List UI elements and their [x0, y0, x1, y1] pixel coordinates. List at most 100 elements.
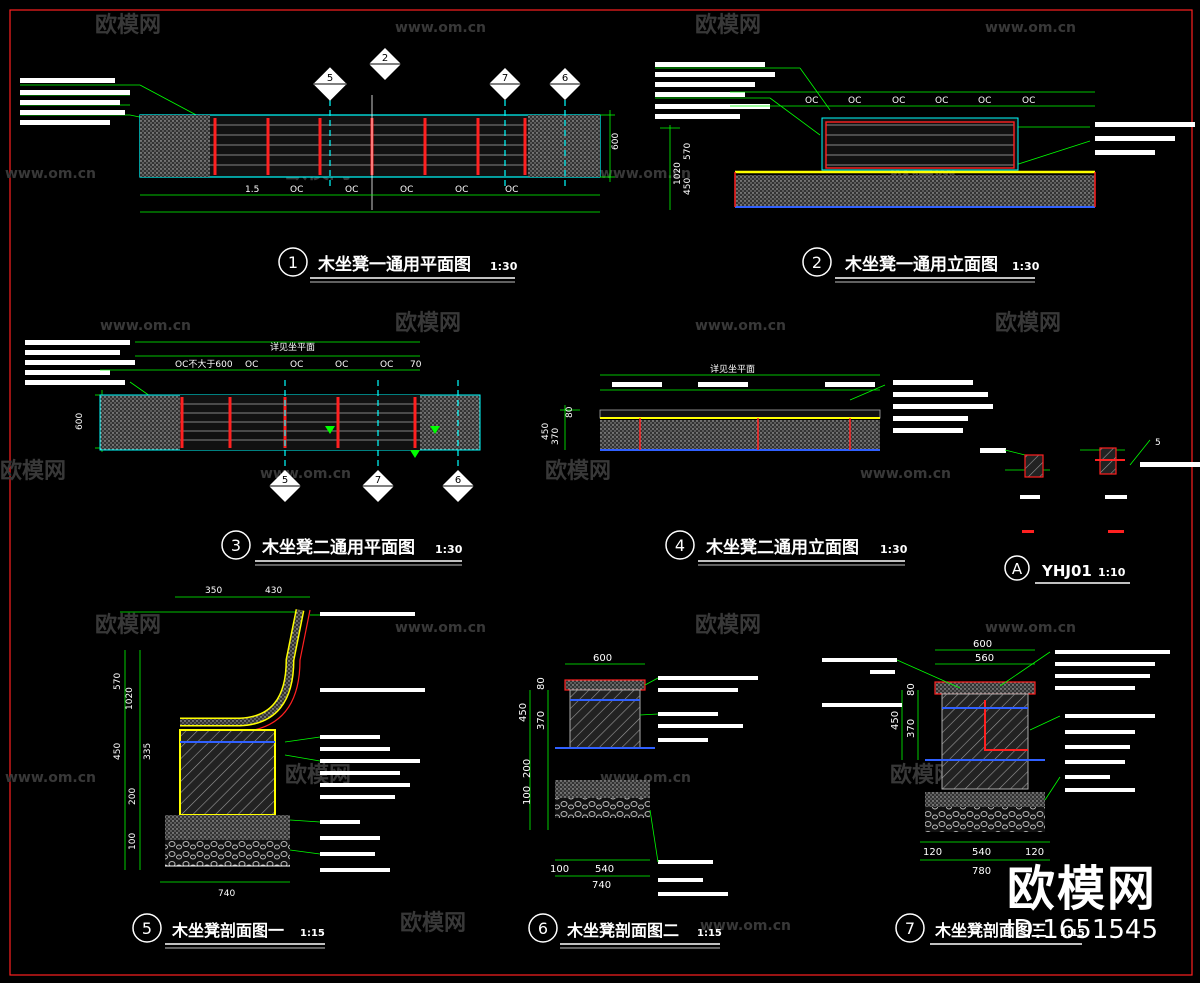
- watermark-brand: 欧模网: [545, 458, 611, 484]
- watermark-url: www.om.cn: [395, 20, 486, 36]
- panel-scale: 1:30: [435, 543, 463, 556]
- dim: OC: [848, 96, 861, 106]
- svg-text:7: 7: [502, 73, 508, 84]
- watermark-url: www.om.cn: [695, 318, 786, 334]
- brand-id: ID:1651545: [1005, 915, 1158, 945]
- panel-title: 木坐凳二通用平面图: [261, 537, 415, 558]
- dim: 100: [522, 786, 533, 805]
- panel-4-elevation: 详见坐平面 450 370 80 4 木坐凳二通用立面图 1:30: [541, 363, 993, 566]
- dim: 600: [593, 653, 612, 664]
- section-marker: 2: [369, 48, 401, 80]
- watermark-brand: 欧模网: [995, 310, 1061, 336]
- dim: 80: [536, 677, 547, 690]
- panel-scale: 1:15: [697, 928, 722, 939]
- panel-2-elevation: OC OC OC OC OC OC 570 1020 450 2 木坐凳一通用立…: [655, 62, 1195, 283]
- panel-scale: 1:30: [1012, 260, 1040, 273]
- dim: OC: [400, 185, 413, 195]
- section-marker: 7: [489, 68, 521, 100]
- panel-5-section: 350 430 570 1020 450 335 200 100 740: [113, 586, 425, 949]
- panel-title: 木坐凳剖面图一: [171, 921, 284, 940]
- dim: OC: [335, 360, 348, 370]
- panel-title: 木坐凳二通用立面图: [705, 537, 859, 558]
- dim: 120: [923, 847, 942, 858]
- watermark-url: www.om.cn: [860, 466, 951, 482]
- dim: 450: [113, 743, 123, 760]
- panel-title: 木坐凳剖面图三: [934, 921, 1047, 940]
- watermark-url: www.om.cn: [985, 20, 1076, 36]
- panel-a-detail: 5 A YHJ01 1:10: [980, 438, 1200, 584]
- section-marker: 5: [313, 67, 347, 101]
- dim: 370: [551, 428, 561, 445]
- dim: OC不大于600: [175, 358, 233, 370]
- section-marker: 6: [442, 470, 474, 502]
- dim: 370: [536, 711, 547, 730]
- dim: OC: [455, 185, 468, 195]
- dim: 100: [128, 833, 138, 850]
- dim: 540: [595, 864, 614, 875]
- panel-title: YHJ01: [1041, 562, 1092, 580]
- dim: 100: [550, 864, 569, 875]
- dim: OC: [1022, 96, 1035, 106]
- watermark-url: www.om.cn: [100, 318, 191, 334]
- dim: 80: [906, 683, 917, 696]
- dim: OC: [978, 96, 991, 106]
- dim: OC: [245, 360, 258, 370]
- panel-scale: 1:15: [1060, 928, 1085, 939]
- panel-6-section: 600 450 370 200 100 80 100 540 740 6: [518, 653, 758, 949]
- dim: OC: [345, 185, 358, 195]
- svg-text:6: 6: [562, 73, 568, 84]
- watermark-brand: 欧模网: [395, 310, 461, 336]
- watermark-url: www.om.cn: [700, 918, 791, 934]
- dim: 80: [565, 406, 575, 418]
- dim: 450: [890, 711, 901, 730]
- dim: 335: [143, 743, 153, 760]
- panel-1-plan: 1.5 OC OC OC OC OC 600 5 2 7 6: [20, 48, 621, 283]
- panel-number: 5: [142, 919, 152, 938]
- watermark-url: www.om.cn: [600, 166, 691, 182]
- watermark-url: www.om.cn: [985, 620, 1076, 636]
- dim: OC: [290, 185, 303, 195]
- dim: 1020: [125, 687, 135, 710]
- panel-number: 1: [288, 253, 298, 272]
- dim: OC: [290, 360, 303, 370]
- brand-logo-text: 欧模网: [1006, 861, 1157, 917]
- brand-badge: 欧模网 ID:1651545: [1006, 865, 1158, 943]
- panel-7-section: 600 560 450 370 80 120 540 120 780: [822, 639, 1170, 945]
- panel-scale: 1:30: [880, 543, 908, 556]
- panel-number: 6: [538, 919, 548, 938]
- watermark-brand: 欧模网: [0, 458, 66, 484]
- panel-scale: 1:15: [300, 928, 325, 939]
- dim: OC: [892, 96, 905, 106]
- dim: 600: [75, 413, 85, 430]
- watermark-url: www.om.cn: [260, 466, 351, 482]
- watermark-brand: 欧模网: [695, 612, 761, 638]
- dim: 450: [541, 423, 551, 440]
- panel-title: 木坐凳一通用立面图: [844, 254, 998, 275]
- dim: 430: [265, 586, 282, 596]
- dim: 740: [592, 880, 611, 891]
- panel-3-plan: 详见坐平面 OC不大于600 OC OC OC OC 70 600: [25, 340, 481, 566]
- panel-title: 木坐凳一通用平面图: [317, 254, 471, 275]
- panel-number: 3: [231, 536, 241, 555]
- dim-label: 详见坐平面: [710, 363, 755, 375]
- dim-label: 详见坐平面: [270, 341, 315, 353]
- dim: 780: [972, 866, 991, 877]
- dim: 450: [683, 178, 693, 195]
- dim: 1.5: [245, 185, 259, 195]
- svg-text:2: 2: [382, 53, 388, 64]
- dim: 570: [113, 673, 123, 690]
- svg-text:5: 5: [327, 73, 333, 84]
- panel-scale: 1:30: [490, 260, 518, 273]
- dim: 740: [218, 889, 235, 899]
- watermark-url: www.om.cn: [5, 166, 96, 182]
- dim: 600: [611, 133, 621, 150]
- dim: 570: [683, 143, 693, 160]
- watermark-brand: 欧模网: [695, 12, 761, 38]
- panel-scale: 1:10: [1098, 566, 1126, 579]
- dim: 200: [128, 788, 138, 805]
- dim: 70: [410, 360, 422, 370]
- dim: 370: [906, 719, 917, 738]
- watermark-brand: 欧模网: [95, 612, 161, 638]
- drawing-border: [9, 9, 1193, 976]
